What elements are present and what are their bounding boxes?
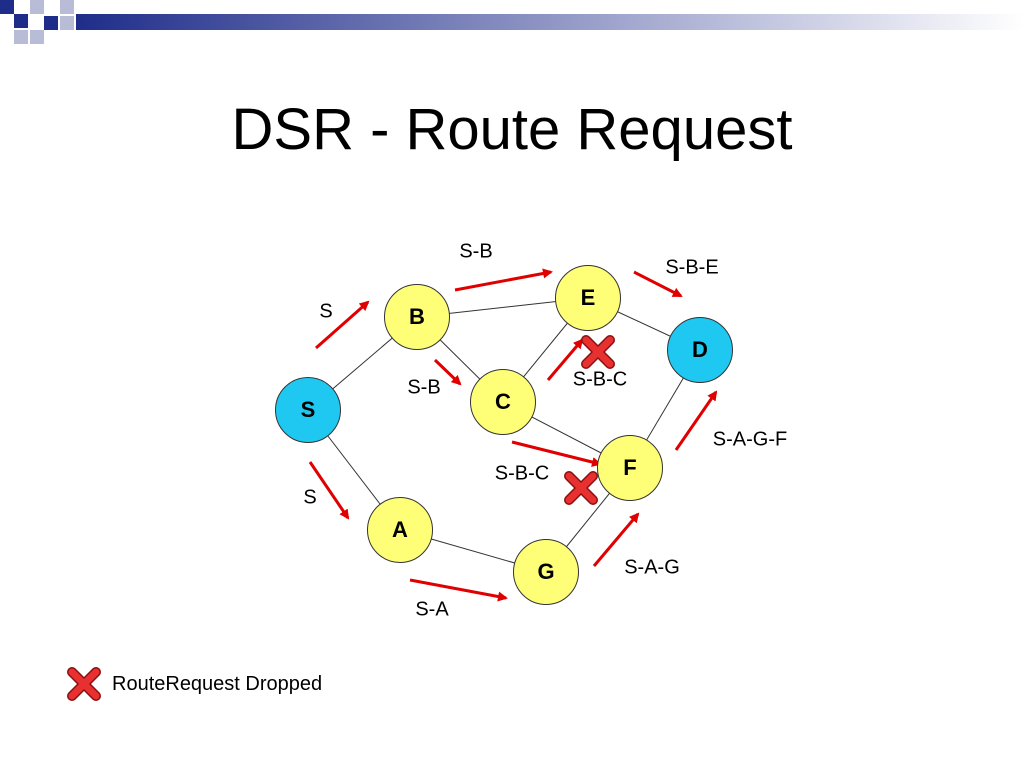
node-a: A	[367, 497, 433, 563]
red-x-icon	[67, 667, 101, 701]
arrow-b-e	[454, 268, 553, 292]
label-s-b-c-upper: S-B-C	[572, 368, 628, 391]
arrow-a-g	[409, 578, 508, 602]
arrow-s-b	[315, 300, 370, 350]
page-title: DSR - Route Request	[231, 97, 793, 162]
node-s: S	[275, 377, 341, 443]
arrow-e-d	[633, 270, 683, 298]
label-s-upper: S	[319, 300, 333, 323]
label-s-b-mid: S-B	[407, 376, 441, 399]
dropped-x-icon	[564, 471, 598, 505]
legend: RouteRequest Dropped	[66, 666, 322, 702]
legend-text: RouteRequest Dropped	[112, 672, 323, 695]
slide-decoration	[0, 0, 1024, 44]
node-c: C	[470, 369, 536, 435]
arrow-c-e	[546, 338, 584, 381]
arrow-s-a	[308, 461, 350, 520]
node-e: E	[555, 265, 621, 331]
node-b: B	[384, 284, 450, 350]
dropped-x-icon	[581, 335, 615, 369]
node-g: G	[513, 539, 579, 605]
label-s-b-c-lower: S-B-C	[494, 462, 550, 485]
label-s-b-e: S-B-E	[665, 256, 719, 279]
arrow-b-c	[433, 358, 462, 386]
label-s-b-top: S-B	[459, 240, 493, 263]
route-request-arrows	[308, 268, 718, 602]
label-s-a-g-f: S-A-G-F	[712, 428, 788, 451]
label-s-a-g: S-A-G	[624, 556, 680, 579]
node-d: D	[667, 317, 733, 383]
arrow-f-d	[674, 390, 718, 451]
arrow-c-f	[511, 440, 602, 467]
arrow-g-f	[592, 512, 640, 567]
label-s-lower: S	[303, 486, 317, 509]
node-f: F	[597, 435, 663, 501]
label-s-a: S-A	[415, 598, 449, 621]
